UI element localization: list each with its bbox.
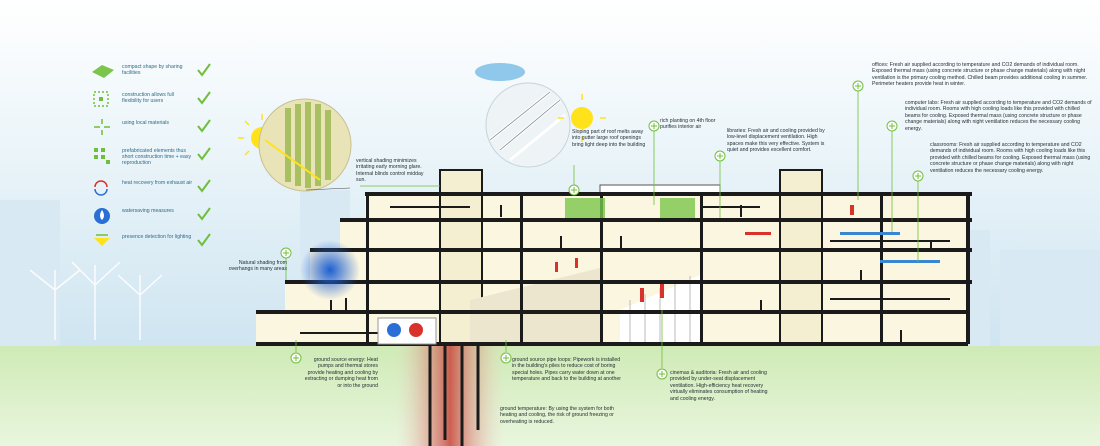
building-section	[256, 169, 972, 346]
checkmark-icon	[197, 179, 211, 193]
plus-marker-icon	[290, 352, 302, 364]
compact-shape-icon	[92, 65, 114, 78]
legend-text: presence detection for lighting	[122, 234, 192, 240]
plus-marker-icon	[648, 120, 660, 132]
local-materials-icon	[94, 119, 110, 135]
annotation-classrooms: classrooms: Fresh air supplied according…	[930, 142, 1091, 174]
annotation-rich-planting: rich planting on 4th floor purifies inte…	[660, 118, 716, 131]
legend-item-local-materials: using local materials	[0, 118, 230, 144]
checkmark-icon	[197, 63, 211, 77]
plus-marker-icon	[568, 184, 580, 196]
plus-marker-icon	[714, 150, 726, 162]
annotation-cinemas-auditoria: cinemas & auditoria: Fresh air and cooli…	[670, 370, 768, 402]
legend-text: using local materials	[122, 120, 169, 126]
annotation-pipe-loops: ground source pipe loops: Pipework is in…	[512, 357, 622, 383]
presence-detection-icon	[94, 234, 110, 246]
checkmark-icon	[197, 91, 211, 105]
legend-item-heat-recovery: heat recovery from exhaust air	[0, 178, 230, 204]
annotation-natural-shading: Natural shading from overhangs in many a…	[228, 260, 287, 273]
annotation-offices: offices: Fresh air supplied according to…	[872, 62, 1088, 88]
checkmark-icon	[197, 233, 211, 247]
watersaving-icon	[94, 208, 110, 224]
plus-marker-icon	[912, 170, 924, 182]
legend-item-watersaving: watersaving measures	[0, 206, 230, 232]
legend-item-compact-shape: compact shape by sharing facilities	[0, 62, 230, 88]
plus-marker-icon	[500, 352, 512, 364]
plus-marker-icon	[852, 80, 864, 92]
ground	[0, 346, 1100, 446]
annotation-computer-labs: computer labs: Fresh air supplied accord…	[905, 100, 1092, 132]
plus-marker-icon	[280, 247, 292, 259]
vertical-shading-detail	[258, 98, 352, 192]
checkmark-icon	[197, 207, 211, 221]
legend-text: heat recovery from exhaust air	[122, 180, 193, 186]
building-piles	[428, 344, 480, 446]
trees	[29, 261, 163, 340]
legend-text: prefabricated elements thus short constr…	[122, 148, 192, 167]
plus-marker-icon	[656, 368, 668, 380]
legend-text: construction allows full flexibility for…	[122, 92, 174, 105]
legend-text: compact shape by sharing facilities	[122, 64, 183, 77]
plus-marker-icon	[886, 120, 898, 132]
legend-text: watersaving measures	[122, 208, 174, 214]
ground-pile-heat	[395, 344, 505, 446]
heat-recovery-icon	[94, 180, 108, 196]
annotation-roof-openings: Sloping part of roof melts away into gut…	[572, 129, 646, 148]
prefabricated-elements-icon	[94, 148, 110, 164]
roof-opening-detail	[475, 63, 606, 168]
checkmark-icon	[197, 119, 211, 133]
legend-item-prefabricated: prefabricated elements thus short constr…	[0, 146, 230, 172]
annotation-libraries: libraries: Fresh air and cooling provide…	[727, 128, 825, 154]
legend-item-presence-detection: presence detection for lighting	[0, 232, 230, 258]
flexible-construction-icon	[93, 91, 109, 107]
annotation-ground-source-energy: ground source energy: Heat pumps and the…	[304, 357, 378, 389]
checkmark-icon	[197, 147, 211, 161]
legend-item-flexible-construction: construction allows full flexibility for…	[0, 90, 230, 116]
annotation-ground-temperature: ground temperature: By using the system …	[500, 406, 614, 425]
annotation-vertical-shading: vertical shading minimizes irritating ea…	[356, 158, 424, 184]
